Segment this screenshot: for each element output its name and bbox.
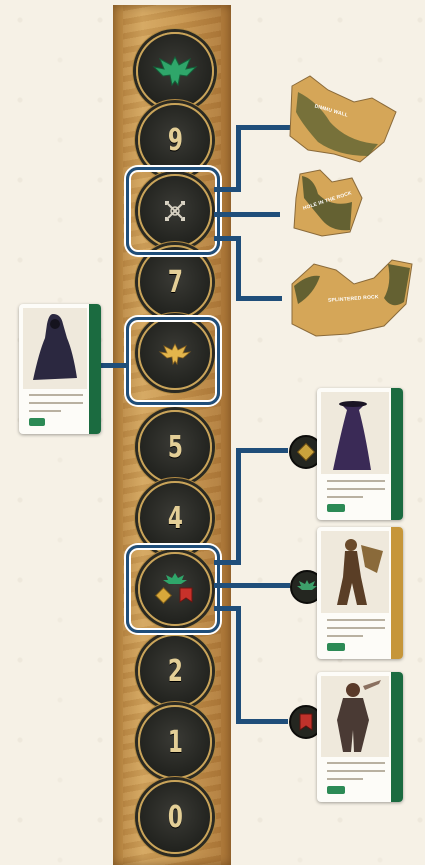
card-stripe	[89, 304, 101, 434]
slot-number: 2	[167, 654, 182, 689]
slot-number: 7	[167, 265, 182, 300]
connector-line	[236, 448, 241, 565]
track-slot-4: 4	[138, 481, 212, 555]
card-stat-badge	[29, 418, 45, 426]
card-text-line	[29, 410, 61, 412]
track-slot-0: 0	[138, 780, 212, 854]
slot-number: 5	[167, 430, 182, 465]
card-text-line	[29, 394, 83, 396]
unit-card-hero	[19, 304, 101, 434]
card-text-line	[327, 778, 363, 780]
card-text-line	[327, 480, 385, 482]
connector-line	[236, 448, 288, 453]
cloaked-figure-icon	[321, 392, 385, 474]
terrain-tile-hole-in-the-rock: HOLE IN THE ROCK	[292, 168, 364, 238]
red-banner-icon	[297, 712, 315, 732]
diamond-sand-icon	[296, 442, 316, 462]
hooded-figure-icon	[23, 308, 87, 388]
card-stripe	[391, 672, 403, 802]
connector-line	[236, 236, 241, 300]
connector-line	[236, 296, 282, 301]
slot-number: 1	[167, 725, 182, 760]
unit-card-ranger	[317, 527, 403, 659]
highlight-bracket-reinforcement	[126, 545, 220, 633]
terrain-tile-dimmu-wall: DIMMU WALL	[288, 72, 400, 164]
card-stat-badge	[327, 643, 345, 651]
card-stripe	[391, 527, 403, 659]
card-text-line	[327, 770, 385, 772]
card-portrait	[321, 392, 389, 474]
unit-card-warrior	[317, 672, 403, 802]
card-text-line	[327, 627, 385, 629]
highlight-bracket-terrain	[126, 167, 220, 255]
warrior-figure-icon	[321, 676, 385, 756]
slot-number: 9	[167, 123, 182, 158]
connector-line	[236, 125, 290, 130]
track-slot-7: 7	[138, 245, 212, 319]
connector-line	[236, 125, 241, 192]
connector-line	[214, 583, 290, 588]
card-text-line	[327, 619, 385, 621]
connector-line	[236, 606, 241, 723]
highlight-bracket-hero	[126, 317, 220, 405]
track-slot-crest	[136, 32, 214, 110]
ranger-figure-icon	[321, 531, 385, 613]
track-slot-2: 2	[138, 634, 212, 708]
card-portrait	[321, 531, 389, 613]
track-slot-9: 9	[138, 103, 212, 177]
card-text-line	[327, 496, 363, 498]
track-slot-1: 1	[138, 705, 212, 779]
card-stat-badge	[327, 504, 345, 512]
card-text-line	[327, 635, 363, 637]
connector-line	[214, 212, 280, 217]
terrain-tile-splintered-rock: SPLINTERED ROCK	[288, 254, 414, 340]
card-text-line	[29, 402, 83, 404]
green-crest-icon	[296, 578, 318, 596]
slot-number: 0	[167, 800, 182, 835]
green-bird-crest-icon	[152, 51, 198, 91]
card-text-line	[327, 488, 385, 490]
card-portrait	[23, 308, 87, 389]
card-text-line	[327, 762, 385, 764]
slot-number: 4	[167, 501, 182, 536]
connector-line	[100, 363, 128, 368]
card-portrait	[321, 676, 389, 757]
card-stripe	[391, 388, 403, 520]
connector-line	[236, 719, 288, 724]
unit-card-plague-doctor	[317, 388, 403, 520]
card-stat-badge	[327, 786, 345, 794]
track-slot-5: 5	[138, 410, 212, 484]
